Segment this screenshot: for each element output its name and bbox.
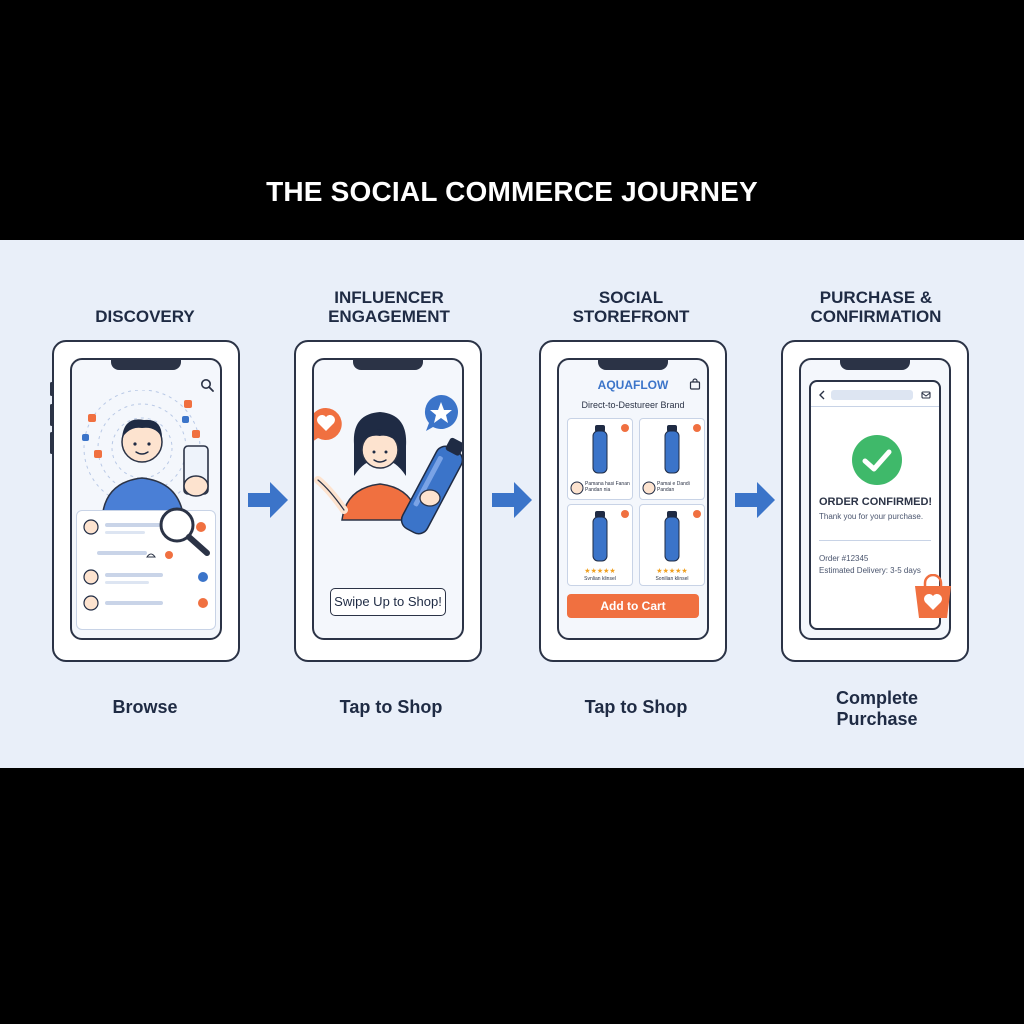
product-caption-line: Pamana hasi Fanan <box>585 481 630 487</box>
step-title-line2: CONFIRMATION <box>810 307 942 326</box>
shopping-bag-heart-icon <box>915 574 951 618</box>
arrow-right-icon <box>492 482 532 518</box>
step-label-line1: Complete <box>835 688 918 708</box>
step-label-complete-purchase: Complete Purchase <box>767 688 987 730</box>
discovery-illustration <box>82 390 209 520</box>
product-caption-line: Pandan nia <box>585 487 611 493</box>
phone-discovery <box>50 340 240 662</box>
step-title-line1: DISCOVERY <box>95 307 195 326</box>
phone-storefront: AQUAFLOW Direct-to-Destureer Brand Paman… <box>539 340 727 662</box>
product-caption-line: Pamai e Dandi <box>657 481 690 487</box>
step-title-line1: SOCIAL <box>598 288 664 307</box>
store-brand: AQUAFLOW <box>597 378 669 392</box>
add-to-cart-button[interactable]: Add to Cart <box>567 594 699 618</box>
diagram-title: THE SOCIAL COMMERCE JOURNEY <box>266 176 758 207</box>
heart-bubble-icon <box>314 407 342 441</box>
step-label-browse: Browse <box>35 697 255 718</box>
avatar <box>642 481 656 495</box>
product-card[interactable]: ★★★★★ Sonilian klinsel <box>639 504 705 586</box>
swipe-up-cta[interactable]: Swipe Up to Shop! <box>330 588 446 616</box>
back-chevron-icon[interactable] <box>817 390 827 400</box>
feed-list <box>83 519 208 611</box>
address-bar <box>831 390 913 400</box>
step-label-line2: Purchase <box>836 709 918 729</box>
order-confirmed-heading: ORDER CONFIRMED! <box>819 496 933 508</box>
step-title-line1: PURCHASE & <box>819 288 933 307</box>
phone-notch <box>840 360 910 370</box>
product-card[interactable]: Pamana hasi Fanan Pandan nia <box>567 418 633 500</box>
product-caption-line: Pandan <box>657 487 675 493</box>
influencer-illustration <box>314 412 462 535</box>
phone-notch <box>111 360 181 370</box>
product-caption: Sonilian klinsel <box>655 576 689 582</box>
phone-confirmation: ORDER CONFIRMED! Thank you for your purc… <box>781 340 969 662</box>
product-caption: Pamana hasi Fanan Pandan nia <box>585 481 630 493</box>
store-tagline: Direct-to-Destureer Brand <box>581 400 685 410</box>
thanks-text: Thank you for your purchase. <box>819 512 924 521</box>
phone-influencer: Swipe Up to Shop! <box>294 340 482 662</box>
phone-notch <box>353 360 423 370</box>
step-label-line1: Tap to Shop <box>584 697 688 717</box>
step-title-influencer: INFLUENCER ENGAGEMENT <box>279 288 499 326</box>
arrow-right-icon <box>735 482 775 518</box>
order-number: Order #12345 <box>819 554 869 563</box>
star-bubble-icon <box>424 395 458 431</box>
arrow-right-icon <box>248 482 288 518</box>
product-bottle <box>592 424 629 474</box>
step-title-line2: ENGAGEMENT <box>328 307 450 326</box>
phone-screen: AQUAFLOW Direct-to-Destureer Brand Paman… <box>557 358 709 640</box>
step-title-storefront: SOCIAL STOREFRONT <box>521 288 741 326</box>
divider <box>819 540 931 541</box>
phone-side-button <box>50 432 53 454</box>
product-card[interactable]: Pamai e Dandi Pandan <box>639 418 705 500</box>
magnifier-icon <box>159 507 210 556</box>
step-label-tap-to-shop-1: Tap to Shop <box>281 697 501 718</box>
address-underline <box>811 406 939 407</box>
delivery-estimate: Estimated Delivery: 3-5 days <box>819 566 921 575</box>
avatar <box>570 481 584 495</box>
step-title-discovery: DISCOVERY <box>35 307 255 326</box>
step-label-tap-to-shop-2: Tap to Shop <box>526 697 746 718</box>
phone-screen: Swipe Up to Shop! <box>312 358 464 640</box>
step-label-line1: Browse <box>112 697 178 717</box>
phone-screen <box>70 358 222 640</box>
phone-side-button <box>50 382 53 396</box>
step-title-purchase: PURCHASE & CONFIRMATION <box>766 288 986 326</box>
check-icon <box>852 435 902 485</box>
rating-stars: ★★★★★ <box>584 568 616 575</box>
rating-stars: ★★★★★ <box>656 568 688 575</box>
bag-icon[interactable] <box>689 378 701 390</box>
product-bottle <box>664 510 701 562</box>
product-card[interactable]: ★★★★★ Svnlian klinsel <box>567 504 633 586</box>
step-title-line1: INFLUENCER <box>334 288 444 307</box>
phone-side-button <box>50 404 53 426</box>
step-title-line2: STOREFRONT <box>572 307 690 326</box>
product-bottle <box>664 424 701 474</box>
product-caption: Svnlian klinsel <box>584 576 616 582</box>
feed-card <box>76 507 216 630</box>
product-caption: Pamai e Dandi Pandan <box>657 481 690 493</box>
phone-notch <box>598 360 668 370</box>
product-bottle <box>592 510 629 562</box>
mail-icon[interactable] <box>921 390 931 400</box>
search-icon[interactable] <box>200 378 214 392</box>
step-label-line1: Tap to Shop <box>339 697 443 717</box>
